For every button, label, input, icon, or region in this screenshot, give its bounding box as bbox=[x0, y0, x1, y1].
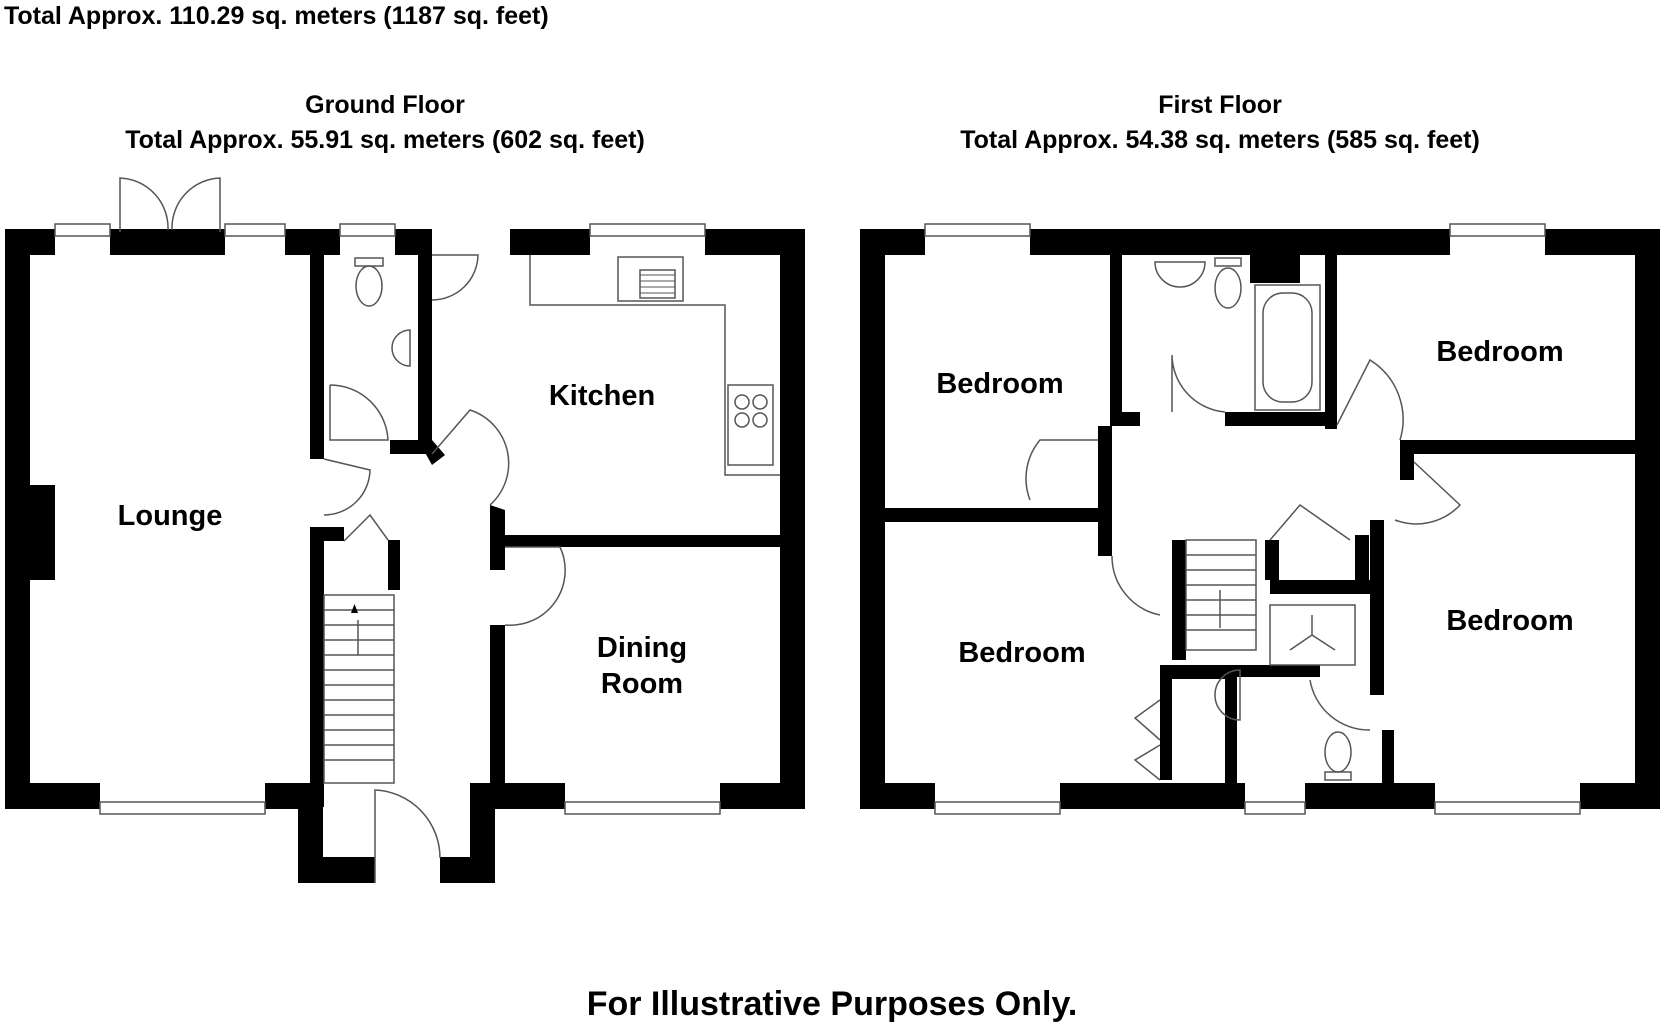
ground-room-labels: Lounge Kitchen Dining Room bbox=[118, 380, 687, 700]
room-label-kitchen: Kitchen bbox=[549, 380, 655, 412]
room-label-bedroom-bottom-left: Bedroom bbox=[958, 637, 1085, 669]
first-floor-area: Total Approx. 54.38 sq. meters (585 sq. … bbox=[960, 126, 1480, 154]
room-label-dining-line2: Room bbox=[601, 668, 683, 700]
ground-floor-plan: Lounge Kitchen Dining Room bbox=[5, 177, 805, 883]
ground-floor-title: Ground Floor bbox=[305, 91, 465, 119]
room-label-dining-line1: Dining bbox=[597, 632, 687, 664]
ground-thin-lines bbox=[54, 177, 780, 883]
first-floor-plan: Bedroom Bedroom Bedroom Bedroom bbox=[860, 223, 1660, 815]
illustrative-disclaimer: For Illustrative Purposes Only. bbox=[586, 985, 1078, 1023]
first-room-labels: Bedroom Bedroom Bedroom Bedroom bbox=[936, 336, 1573, 669]
room-label-bedroom-bottom-right: Bedroom bbox=[1446, 605, 1573, 637]
first-walls bbox=[860, 229, 1660, 809]
first-floor-title: First Floor bbox=[1158, 91, 1282, 119]
total-area-text: Total Approx. 110.29 sq. meters (1187 sq… bbox=[4, 2, 549, 30]
first-thin-lines bbox=[924, 223, 1581, 815]
first-floor-heading: First Floor Total Approx. 54.38 sq. mete… bbox=[895, 88, 1545, 158]
ground-floor-heading: Ground Floor Total Approx. 55.91 sq. met… bbox=[60, 88, 710, 158]
room-label-bedroom-top-right: Bedroom bbox=[1436, 336, 1563, 368]
ground-walls bbox=[5, 229, 805, 883]
ground-floor-area: Total Approx. 55.91 sq. meters (602 sq. … bbox=[125, 126, 645, 154]
room-label-bedroom-top-left: Bedroom bbox=[936, 368, 1063, 400]
room-label-lounge: Lounge bbox=[118, 500, 223, 532]
ground-fixture-fills bbox=[351, 269, 676, 613]
